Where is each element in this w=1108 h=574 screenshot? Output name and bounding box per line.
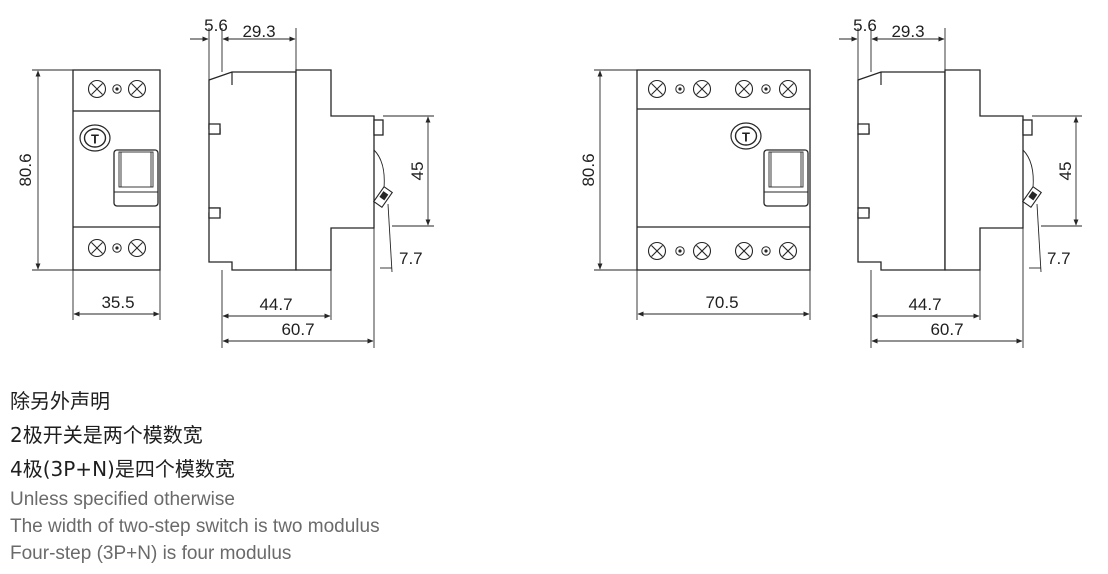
dim-depth-2p: 44.7 60.7 [221,270,375,348]
dim-depth-4p: 44.7 60.7 [870,270,1024,348]
terminal-screw-icon [87,238,107,258]
height-label-4p: 80.6 [579,153,598,186]
handle-offset-label-4p: 7.7 [1047,249,1071,268]
height-label-2p: 80.6 [16,153,35,186]
dim-height-4p: 80.6 [579,69,637,271]
dim-handle-2p: 45 7.7 [380,115,434,273]
toggle-handle-4p [763,149,809,207]
test-button-label: T [91,132,99,147]
front-depth-label-2p: 29.3 [242,22,275,41]
front-view-2p: T [72,69,161,271]
dim-side-top-4p: 5.6 29.3 [839,16,946,80]
note-en-1: Unless specified otherwise [10,489,235,510]
handle-height-label-4p: 45 [1056,162,1075,181]
terminal-screw-icon [127,79,147,99]
terminal-screw-icon [647,241,667,261]
terminal-screw-icon [127,238,147,258]
handle-height-label-2p: 45 [408,162,427,181]
offset-label-4p: 5.6 [853,16,877,35]
handle-offset-label-2p: 7.7 [399,249,423,268]
toggle-lever-icon [1021,185,1043,209]
side-view-2p [208,69,394,271]
terminal-screw-icon [778,241,798,261]
dim-width-4p: 70.5 [636,270,811,320]
depth-inner-label-2p: 44.7 [259,295,292,314]
note-en-3: Four-step (3P+N) is four modulus [10,543,292,564]
width-label-4p: 70.5 [705,293,738,312]
dim-side-top-2p: 5.6 29.3 [190,16,297,80]
dim-handle-4p: 45 7.7 [1029,115,1082,273]
terminal-screw-icon [692,79,712,99]
side-view-4p [857,69,1043,271]
front-view-4p: T [636,69,811,271]
notes-block: 除另外声明 2极开关是两个模数宽 4极(3P+N)是四个模数宽 Unless s… [10,384,380,567]
terminal-screw-icon [647,79,667,99]
test-button-icon: T [730,122,762,150]
terminal-screw-icon [734,241,754,261]
depth-total-label-2p: 60.7 [281,320,314,339]
front-depth-label-4p: 29.3 [891,22,924,41]
note-en-2: The width of two-step switch is two modu… [10,516,380,537]
note-zh-1: 除另外声明 [10,389,110,413]
toggle-lever-icon [372,185,394,209]
depth-total-label-4p: 60.7 [930,320,963,339]
width-label-2p: 35.5 [101,293,134,312]
terminal-screw-icon [734,79,754,99]
note-zh-2: 2极开关是两个模数宽 [10,423,203,447]
test-button-icon: T [79,124,111,152]
dim-width-2p: 35.5 [72,270,161,320]
terminal-screw-icon [778,79,798,99]
note-zh-3: 4极(3P+N)是四个模数宽 [10,457,235,481]
toggle-handle-2p [113,149,159,207]
offset-label-2p: 5.6 [204,16,228,35]
test-button-label: T [742,130,750,145]
depth-inner-label-4p: 44.7 [908,295,941,314]
terminal-screw-icon [692,241,712,261]
terminal-screw-icon [87,79,107,99]
dim-height-2p: 80.6 [16,69,73,271]
